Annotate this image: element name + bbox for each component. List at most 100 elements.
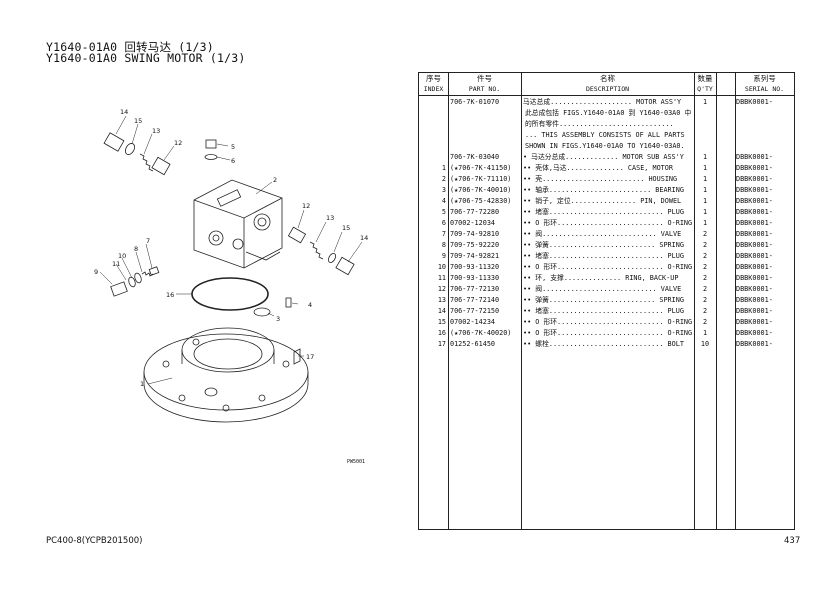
callout-label: 12 (174, 139, 182, 147)
cell-desc: •• 阀............................ VALVE (523, 230, 682, 238)
assembly-note: 的所有零件............................ (525, 120, 674, 128)
cell-idx: 13 (437, 296, 446, 304)
cell-qty: 10 (700, 340, 710, 348)
cell-part: (★706-7K-40020) (450, 329, 512, 337)
cell-part: 07002-14234 (450, 318, 496, 326)
cell-part: 706-77-72150 (450, 307, 500, 315)
cell-serial: DBBK0001- (736, 219, 773, 227)
cell-part: 700-93-11320 (450, 263, 500, 271)
cell-desc: •• O 形环.......................... O-RING (523, 263, 693, 271)
plug-group-upper-left (103, 132, 171, 176)
cell-qty: 2 (702, 318, 708, 326)
cell-part: (★706-7K-41150) (450, 164, 512, 172)
callout-label: 17 (306, 353, 314, 361)
cell-idx: 4 (441, 197, 446, 205)
callout-label: 3 (276, 315, 280, 323)
cell-part: (★706-75-42830) (450, 197, 512, 205)
callout-label: 13 (152, 127, 160, 135)
cell-desc: •• 阀............................ VALVE (523, 285, 682, 293)
plug-group-right (287, 226, 355, 276)
callout-label: 12 (302, 202, 310, 210)
cell-desc: •• 轴承......................... BEARING (523, 186, 684, 194)
callout-label: 7 (146, 237, 150, 245)
cell-idx: 17 (437, 340, 446, 348)
cell-idx: 12 (437, 285, 446, 293)
callout-label: 14 (120, 108, 128, 116)
cell-part: 706-77-72130 (450, 285, 500, 293)
cell-qty: 2 (702, 241, 708, 249)
cell-idx: 2 (441, 175, 446, 183)
o-ring-part (191, 277, 269, 311)
cell-part: 706-77-72280 (450, 208, 500, 216)
cell-part: 700-93-11330 (450, 274, 500, 282)
assembly-note: SHOWN IN FIGS.Y1640-01A0 TO Y1640-03A0. (525, 142, 685, 150)
cell-idx: 11 (437, 274, 446, 282)
table-row: 2(★706-7K-71110)•• 壳....................… (419, 174, 794, 185)
cell-serial: DBBK0001- (736, 230, 773, 238)
cell-serial: DBBK0001- (736, 263, 773, 271)
cell-serial: DBBK0001- (736, 208, 773, 216)
callout-label: 4 (308, 301, 312, 309)
cell-qty: 1 (702, 208, 708, 216)
page-number: 437 (784, 536, 801, 546)
model-footer: PC400-8(YCPB201500) (46, 536, 143, 546)
cell-serial: DBBK0001- (736, 175, 773, 183)
cell-part: 706-77-72140 (450, 296, 500, 304)
cell-serial: DBBK0001- (736, 307, 773, 315)
table-row: 4(★706-75-42830)•• 销子, 定位...............… (419, 196, 794, 207)
cell-serial: DBBK0001- (736, 252, 773, 260)
cell-qty: 2 (702, 274, 708, 282)
cell-serial: DBBK0001- (736, 318, 773, 326)
callout-label: 13 (326, 214, 334, 222)
callout-label: 10 (118, 252, 126, 260)
cell-part: 07002-12034 (450, 219, 496, 227)
drawing-code: PW5001 (347, 459, 366, 465)
callout-label: 15 (134, 117, 142, 125)
callout-label: 5 (231, 143, 235, 151)
cell-idx: 16 (437, 329, 446, 337)
table-row: 1(★706-7K-41150)•• 壳体,马达.............. C… (419, 163, 794, 174)
cell-part: 01252-61450 (450, 340, 496, 348)
table-row: 10 700-93-11320 •• O 形环...................… (419, 262, 794, 273)
cell-part: (★706-7K-71110) (450, 175, 512, 183)
cell-serial: DBBK0001- (736, 285, 773, 293)
cell-desc: •• 弹簧.......................... SPRING (523, 296, 684, 304)
callout-label: 11 (112, 260, 120, 268)
cell-idx: 15 (437, 318, 446, 326)
cell-qty: 2 (702, 263, 708, 271)
cell-idx: 10 (437, 263, 446, 271)
cell-qty: 2 (702, 252, 708, 260)
motor-case-part (143, 327, 309, 423)
cell-serial: DBBK0001- (736, 241, 773, 249)
cell-idx: 8 (441, 241, 446, 249)
callout-label: 16 (166, 291, 174, 299)
page-title-cn: Y1640-01A0 回转马达 (1/3) (46, 40, 214, 54)
cell-idx: 5 (441, 208, 446, 216)
cell-serial: DBBK0001- (736, 340, 773, 348)
cell-desc: •• 弹簧.......................... SPRING (523, 241, 684, 249)
callout-label: 2 (273, 176, 277, 184)
cell-qty: 2 (702, 285, 708, 293)
table-row: 8 709-75-92220 •• 弹簧......................… (419, 240, 794, 251)
table-row: 706-7K-01070 马达总成.................... MO… (450, 98, 773, 106)
callout-label: 9 (94, 268, 98, 276)
cell-qty: 1 (702, 186, 708, 194)
table-row: 12 706-77-72130 •• 阀......................… (419, 284, 794, 295)
cell-qty: 2 (702, 296, 708, 304)
cell-serial: DBBK0001- (736, 296, 773, 304)
cell-desc: •• O 形环.......................... O-RING (523, 329, 693, 337)
cell-desc: •• 堵塞............................ PLUG (523, 307, 684, 315)
cell-part: 709-75-92220 (450, 241, 500, 249)
